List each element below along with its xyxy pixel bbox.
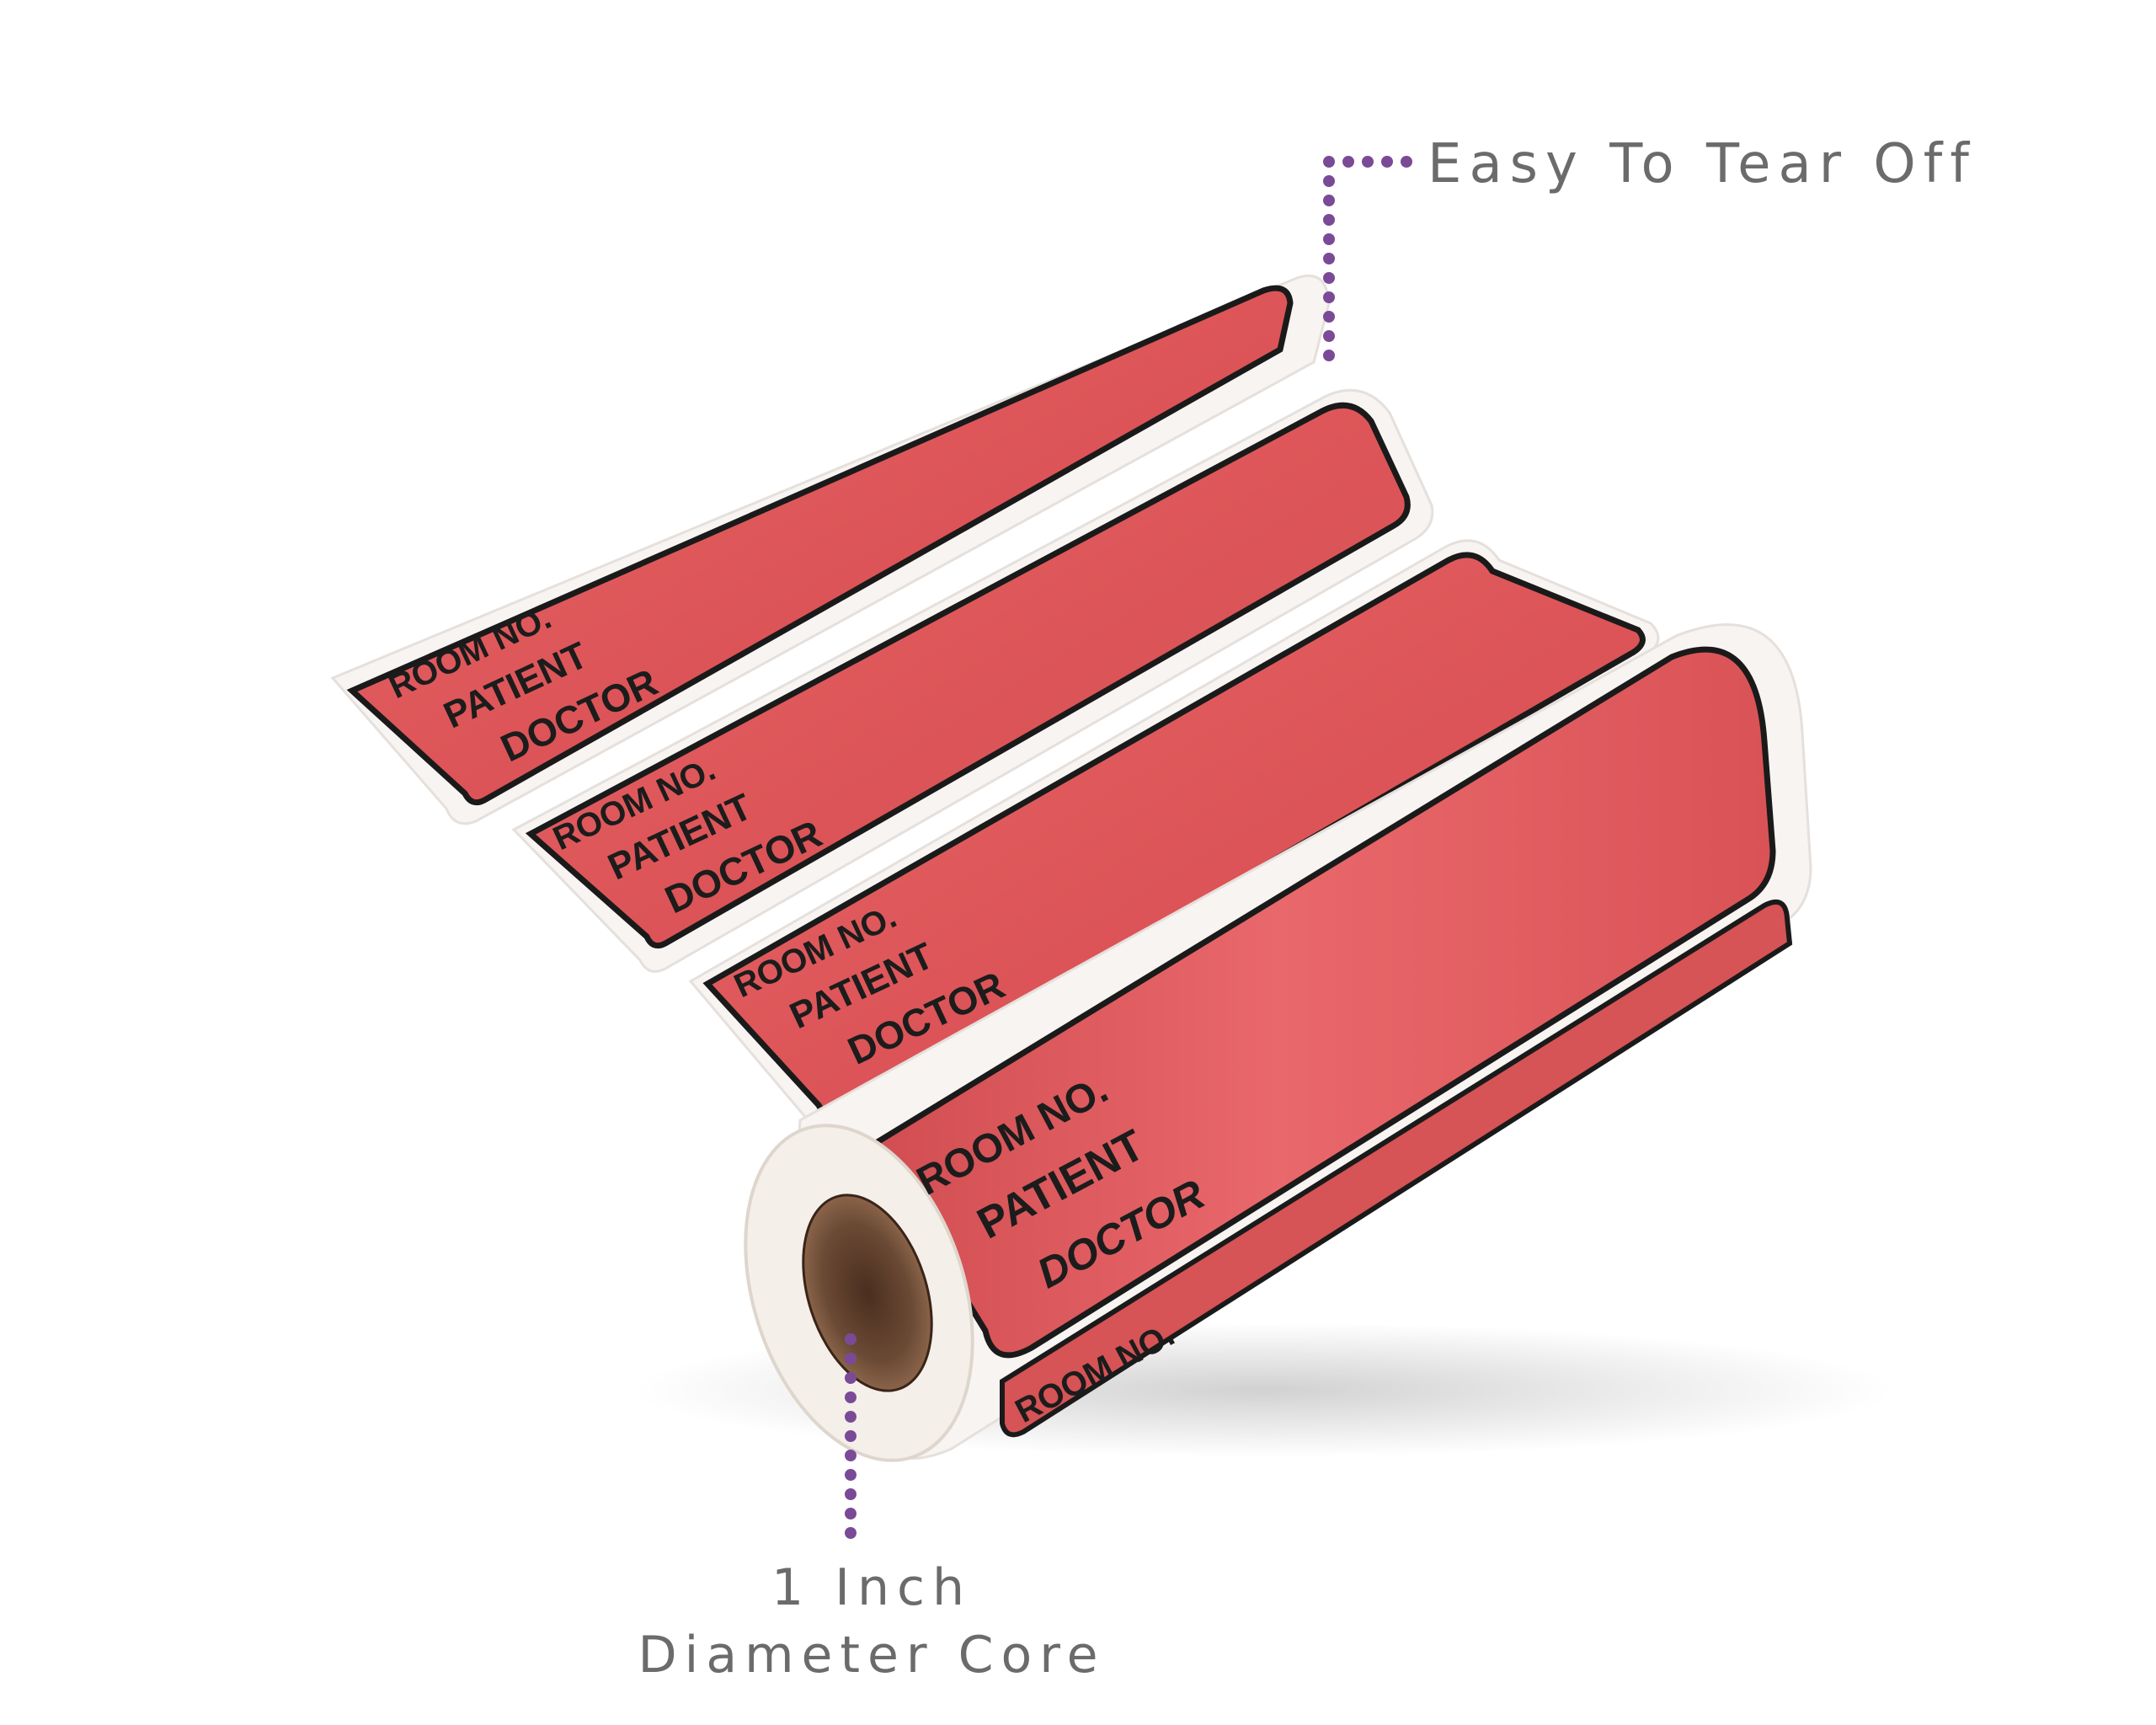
core-callout-line1: 1 Inch [771, 1558, 972, 1617]
core-leader [845, 1333, 857, 1539]
label-sheet-2 [511, 388, 1434, 973]
tear-off-callout: Easy To Tear Off [1428, 133, 1977, 195]
core-callout-line2: Diameter Core [638, 1626, 1106, 1685]
label-roll [744, 623, 1812, 1462]
cardboard-core [802, 1194, 933, 1392]
tear-off-leader [1323, 156, 1412, 361]
label-sheet-1 [330, 274, 1331, 825]
core-callout: 1 Inch Diameter Core [619, 1554, 1124, 1689]
